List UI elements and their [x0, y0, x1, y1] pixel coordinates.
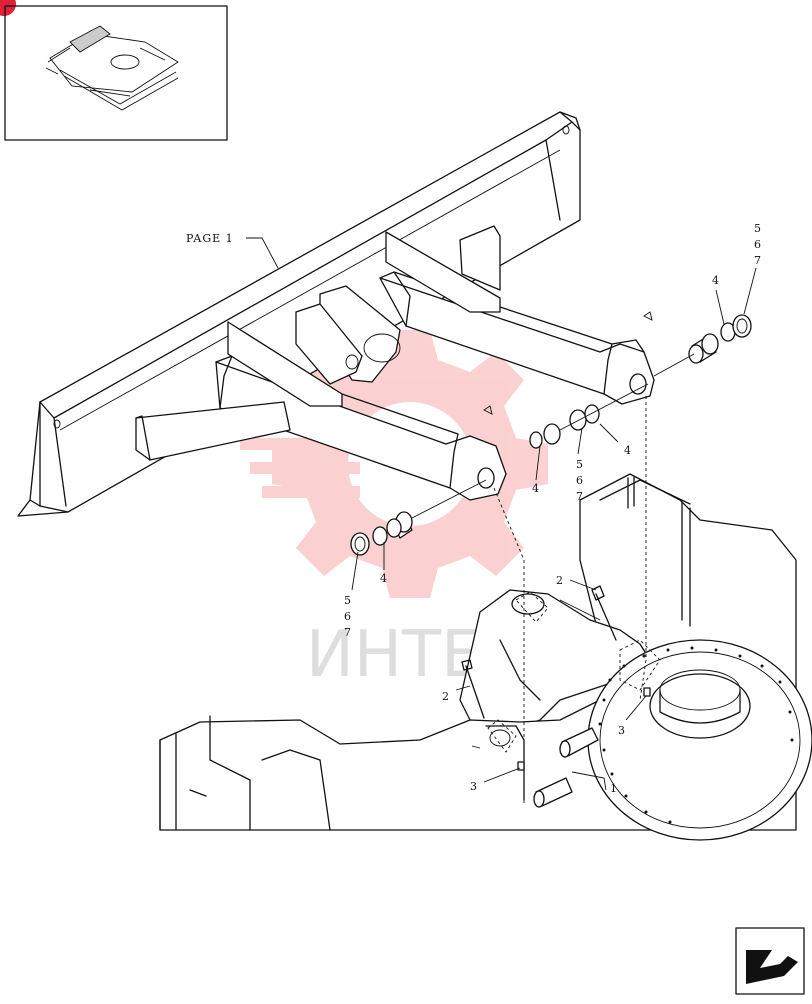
callout-1[interactable]: 1: [610, 782, 618, 795]
o-ring-4-left: [529, 431, 543, 449]
callout-4-lower[interactable]: 4: [380, 572, 388, 585]
callout-4-right[interactable]: 4: [712, 274, 720, 287]
leader-lines: [246, 237, 757, 791]
push-arm-lower: [135, 321, 507, 501]
shim-5-lower: [350, 532, 370, 556]
callout-3-left[interactable]: 3: [470, 780, 478, 793]
bolt-2-left: [461, 659, 485, 719]
callout-5-right[interactable]: 5: [754, 222, 762, 235]
corner-badge: [0, 0, 16, 16]
assembly-lines: [411, 353, 695, 804]
o-ring-4-mid: [584, 404, 600, 424]
shim-5-right: [732, 314, 752, 338]
bushing-right: [688, 333, 719, 364]
bushing-left: [386, 511, 413, 539]
callout-6-mid[interactable]: 6: [576, 474, 584, 487]
callout-4-mid[interactable]: 4: [624, 444, 632, 457]
callout-7-mid[interactable]: 7: [576, 490, 584, 503]
shim-left-upper: [543, 423, 561, 445]
shim-5-mid: [569, 409, 587, 431]
pin-1-upper: [559, 727, 599, 758]
callout-3-right[interactable]: 3: [618, 724, 626, 737]
turntable-ring: [587, 639, 812, 841]
excavator-thumbnail-icon[interactable]: [4, 5, 228, 141]
callout-5-lower[interactable]: 5: [344, 594, 352, 607]
bolt-2-right: [591, 585, 617, 641]
grease-fitting-top-left: [483, 405, 493, 415]
push-arm-upper: [295, 225, 655, 405]
page-ref-label[interactable]: PAGE 1: [186, 232, 234, 245]
grease-fitting-3-a: [643, 687, 651, 697]
callout-6-lower[interactable]: 6: [344, 610, 352, 623]
callout-5-mid[interactable]: 5: [576, 458, 584, 471]
o-ring-4-lower: [372, 526, 388, 546]
callout-7-lower[interactable]: 7: [344, 626, 352, 639]
callout-6-right[interactable]: 6: [754, 238, 762, 251]
callout-4-left[interactable]: 4: [532, 482, 540, 495]
callout-7-right[interactable]: 7: [754, 254, 762, 267]
pin-1-lower: [533, 777, 573, 808]
callout-2-left[interactable]: 2: [442, 690, 450, 703]
grease-fitting-top-right: [643, 311, 653, 321]
callout-2-right[interactable]: 2: [556, 574, 564, 587]
next-page-arrow-icon[interactable]: [735, 927, 805, 995]
